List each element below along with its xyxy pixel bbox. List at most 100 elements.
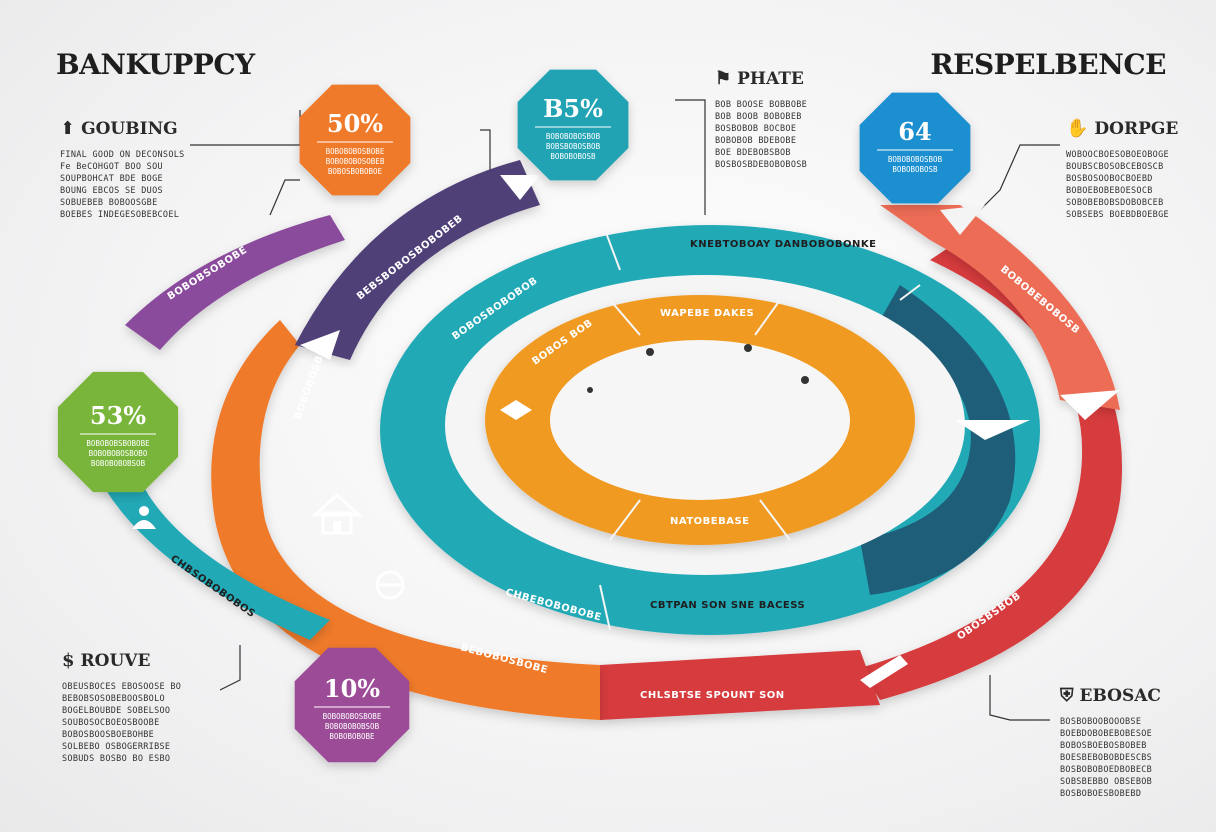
- shield-icon: ⛨: [1060, 685, 1074, 706]
- text-line: SOBOBEBOBSDOBOBCEB: [1066, 198, 1164, 208]
- person-icon: [132, 506, 156, 529]
- text-line: BOESBEBOBOBDESCBS: [1060, 753, 1153, 763]
- text-line: BOB BOOB BOBOBEB: [715, 112, 802, 122]
- block-top-left-title: GOUBING: [81, 118, 178, 139]
- blue-ring-bottom-label: CBTPAN SON SNE BACESS: [650, 600, 805, 611]
- block-top-right: ✋ DORPGE WOBOOCBOESOBOEOBOGE BOUBSCBOSOBC…: [1066, 118, 1178, 221]
- inner-hole: [550, 340, 850, 500]
- text-line: SOBSBEBBO OBSEBOB: [1060, 777, 1153, 787]
- title-right: RESPELBENCE: [930, 48, 1166, 81]
- text-line: BOBOBOB BDEBOBE: [715, 136, 797, 146]
- text-line: BOSBOBOB BOCBOE: [715, 124, 797, 134]
- block-top-left: ⬆ GOUBING FINAL GOOD ON DECONSOLS Fe BeCO…: [60, 118, 185, 221]
- text-line: BOUBSCBOSOBCEBOSCB: [1066, 162, 1164, 172]
- text-line: SOUBOSOCBOEOSBOOBE: [62, 718, 160, 728]
- octagon-text-line: BOBOBOBSBOBOBE: [86, 439, 150, 448]
- text-line: SOUPBOHCAT BDE BOGE: [60, 174, 163, 184]
- octagon-badge: 53% BOBOBOBSBOBOBEBOBOBOBOSBOBOBOBOBOBOBS…: [57, 371, 179, 493]
- text-line: SOBSEBS BOEBDBOEBGE: [1066, 210, 1169, 220]
- octagon-text-line: BOBOBOBOSB: [550, 152, 596, 161]
- octagon-text-line: BOBOBOBOSBOBO: [89, 449, 148, 458]
- coin-icon: [375, 570, 405, 600]
- arrow-head-5: [940, 205, 985, 235]
- octagon-badge: 50% BOBOBOBOSBOBEBOBOBOBOSOBEBBOBOSBOBOBO…: [299, 84, 411, 196]
- arrow-head-4: [955, 420, 1030, 440]
- octagon-text-line: BOBOBOBOBE: [329, 732, 375, 741]
- octagon-text-line: BOBOBOBOSBOB: [546, 132, 601, 141]
- navy-ring-segment: [860, 285, 1016, 595]
- octagon-text-line: BOBOBOBOSBOB: [888, 155, 943, 164]
- arrow-up-icon: ⬆: [60, 118, 76, 139]
- octagon-shape: [57, 371, 179, 493]
- arrow-head-2: [300, 330, 340, 360]
- coral-arc: [880, 205, 1120, 410]
- text-line: BOSBOSOOBOCBOEBD: [1066, 174, 1153, 184]
- text-line: BOUNG EBCOS SE DUOS: [60, 186, 163, 196]
- arrow-head-1: [500, 175, 540, 200]
- block-bottom-left-lines: OBEUSBOCES EBOSOOSE BO BEBOBSOSOBEBOOSBOL…: [62, 681, 181, 765]
- block-center: ⚑ PHATE BOB BOOSE BOBBOBE BOB BOOB BOBOBE…: [715, 68, 807, 171]
- house-icon: [311, 492, 363, 535]
- teal-left-arc: [100, 480, 330, 640]
- text-line: BOBOEBOBEBOESOCB: [1066, 186, 1153, 196]
- octagon-text-line: BOBSBOBOSBOB: [546, 142, 601, 151]
- signpost-icon: ⚑: [715, 68, 732, 89]
- octagon-percent: 53%: [90, 401, 146, 430]
- violet-arc: [125, 215, 345, 350]
- arrow-head-3: [1060, 390, 1120, 420]
- text-line: BEBOBSOSOBEBOOSBOLO: [62, 694, 165, 704]
- red-bottom-band: [600, 650, 880, 720]
- dollar-icon: $: [62, 650, 75, 671]
- diamond-icon: [500, 400, 532, 420]
- text-line: BOEBES INDEGESOBEBCOEL: [60, 210, 180, 220]
- text-line: BOB BOOSE BOBBOBE: [715, 100, 808, 110]
- block-top-right-heading: ✋ DORPGE: [1066, 118, 1178, 139]
- octagon-shape: [294, 647, 410, 763]
- block-top-left-lines: FINAL GOOD ON DECONSOLS Fe BeCOHGOT BOO S…: [60, 149, 185, 221]
- text-line: SOBUEBEB BOBOOSGBE: [60, 198, 158, 208]
- blue-ring-top-label: KNEBTOBOAY DANBOBOBONKE: [690, 239, 876, 250]
- text-line: BOSBOBOBOEDBOBECB: [1060, 765, 1153, 775]
- octagon-percent: 64: [898, 117, 931, 146]
- octagon-text-line: BOBOBOBOSBOBE: [326, 147, 385, 156]
- block-center-lines: BOB BOOSE BOBBOBE BOB BOOB BOBOBEB BOSBOBO…: [715, 99, 807, 171]
- octagon-shape: [517, 69, 629, 181]
- octagon-text-line: BOBOBOBOBSOB: [91, 459, 146, 468]
- block-top-right-title: DORPGE: [1094, 118, 1179, 139]
- octagon-percent: 50%: [327, 109, 383, 138]
- hand-icon: ✋: [1066, 118, 1089, 139]
- ring-dividers: [599, 229, 921, 631]
- inner-top-label: WAPEBE DAKES: [660, 308, 754, 319]
- text-line: Fe BeCOHGOT BOO SOU: [60, 162, 163, 172]
- text-line: BOEBDOBOBEBOBESOE: [1060, 729, 1153, 739]
- block-bottom-right-heading: ⛨ EBOSAC: [1060, 685, 1161, 706]
- text-line: OBEUSBOCES EBOSOOSE BO: [62, 682, 182, 692]
- block-center-heading: ⚑ PHATE: [715, 68, 807, 89]
- text-line: BOE BDEBOBSBOB: [715, 148, 791, 158]
- octagon-text-line: BOBOSBOBOBOE: [328, 167, 383, 176]
- inner-bottom-label: NATOBEBASE: [670, 516, 750, 527]
- text-line: WOBOOCBOESOBOEOBOGE: [1066, 150, 1169, 160]
- octagon-text-line: BOBOBOBOSB: [892, 165, 938, 174]
- block-bottom-left-heading: $ ROUVE: [62, 650, 181, 671]
- red-bottom-label: CHLSBTSE SPOUNT SON: [640, 690, 785, 701]
- small-figure-icons: [587, 344, 809, 393]
- block-bottom-left: $ ROUVE OBEUSBOCES EBOSOOSE BO BEBOBSOSOB…: [62, 650, 181, 765]
- block-bottom-right-title: EBOSAC: [1079, 685, 1161, 706]
- octagon-text-line: BOBOBOBOSOBEB: [326, 157, 385, 166]
- text-line: SOLBEBO OSBOGERRIBSE: [62, 742, 171, 752]
- octagon-text-line: BOBOBOBOSBOBE: [323, 712, 382, 721]
- text-line: FINAL GOOD ON DECONSOLS: [60, 150, 185, 160]
- title-left: BANKUPPCY: [56, 48, 255, 81]
- block-center-title: PHATE: [737, 68, 804, 89]
- text-line: SOBUDS BOSBO BO ESBO: [62, 754, 171, 764]
- text-line: BOBOSBOOSBOEBOHBE: [62, 730, 155, 740]
- octagon-shape: [299, 84, 411, 196]
